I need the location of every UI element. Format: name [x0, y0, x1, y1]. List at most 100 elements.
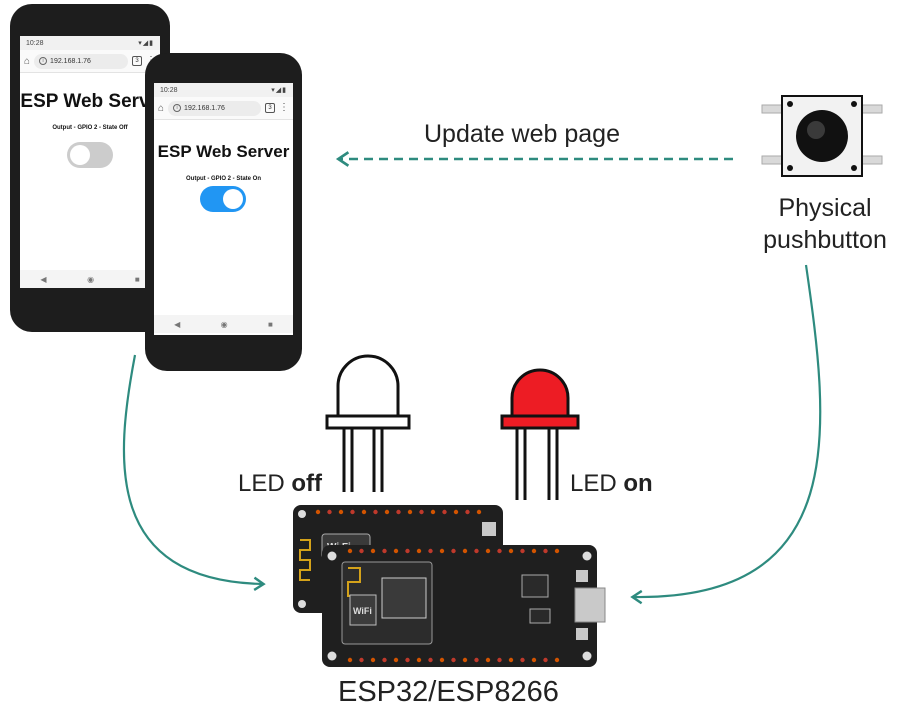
- header-pin: [428, 657, 433, 663]
- header-pin: [347, 657, 353, 663]
- home-nav-icon[interactable]: ◉: [87, 274, 95, 284]
- led-on-icon: [500, 368, 580, 500]
- phone-state-off: 10:28 ▾◢▮ ⌂ i 192.168.1.76 3 ⋮ ESP Web S…: [10, 4, 170, 332]
- browser-address-bar: ⌂ i 192.168.1.76 3 ⋮: [20, 50, 160, 73]
- led-on-prefix: LED: [570, 470, 624, 497]
- header-pin: [554, 657, 560, 663]
- header-pin: [373, 509, 378, 515]
- header-pin: [407, 509, 413, 515]
- header-pin: [359, 548, 364, 554]
- header-pin: [531, 657, 537, 663]
- header-pin: [474, 657, 479, 663]
- header-pin: [370, 548, 376, 554]
- header-pin: [520, 657, 525, 663]
- signal-icon: ▾◢▮: [138, 40, 154, 47]
- header-pin: [543, 657, 548, 663]
- header-pin: [382, 548, 387, 554]
- page-title: ESP Web Server: [157, 142, 290, 161]
- url-field[interactable]: i 192.168.1.76: [168, 100, 261, 116]
- phone-state-on: 10:28 ▾◢▮ ⌂ i 192.168.1.76 3 ⋮ ESP Web S…: [145, 53, 302, 371]
- clock-text: 10:28: [160, 86, 178, 94]
- header-pin: [359, 657, 364, 663]
- home-nav-icon[interactable]: ◉: [220, 319, 228, 329]
- recents-nav-icon[interactable]: ■: [267, 319, 273, 329]
- android-nav-bar: ◀ ◉ ■: [154, 315, 293, 333]
- header-pin: [416, 657, 422, 663]
- header-pin: [508, 657, 514, 663]
- header-pin: [531, 548, 537, 554]
- header-pin: [315, 509, 321, 515]
- page-title: ESP Web Server: [20, 91, 160, 112]
- status-bar: 10:28 ▾◢▮: [20, 36, 160, 50]
- url-text: 192.168.1.76: [50, 57, 91, 65]
- status-bar: 10:28 ▾◢▮: [154, 83, 293, 97]
- home-icon[interactable]: ⌂: [24, 55, 31, 67]
- header-pin: [497, 548, 502, 554]
- header-pin: [347, 548, 353, 554]
- physical-label-line1: Physical: [778, 194, 872, 222]
- header-pin: [430, 509, 436, 515]
- home-icon[interactable]: ⌂: [158, 102, 165, 114]
- overflow-menu-icon[interactable]: ⋮: [279, 102, 289, 113]
- header-pin: [350, 509, 355, 515]
- gpio-toggle-switch[interactable]: [200, 186, 246, 212]
- clock-text: 10:28: [26, 39, 44, 47]
- header-pin: [462, 657, 468, 663]
- header-pin: [384, 509, 390, 515]
- physical-label-line2: pushbutton: [763, 226, 887, 254]
- led-on-label: LED on: [570, 470, 653, 498]
- recents-nav-icon[interactable]: ■: [134, 274, 140, 284]
- header-pin: [453, 509, 459, 515]
- board-name-label: ESP32/ESP8266: [338, 676, 559, 708]
- header-pin: [405, 548, 410, 554]
- header-pin: [497, 657, 502, 663]
- info-icon: i: [39, 57, 48, 65]
- phone-screen: 10:28 ▾◢▮ ⌂ i 192.168.1.76 3 ⋮ ESP Web S…: [20, 36, 160, 288]
- led-on-state: on: [623, 470, 653, 497]
- header-pin: [382, 657, 387, 663]
- header-pin: [462, 548, 468, 554]
- url-field[interactable]: i 192.168.1.76: [34, 53, 128, 69]
- gpio-toggle-switch[interactable]: [67, 142, 113, 168]
- toggle-knob: [70, 145, 90, 165]
- led-off-label: LED off: [238, 470, 322, 498]
- header-pin: [543, 548, 548, 554]
- header-pin: [520, 548, 525, 554]
- header-pin: [393, 657, 399, 663]
- header-pin: [396, 509, 401, 515]
- header-pin: [485, 657, 491, 663]
- update-web-page-label: Update web page: [424, 120, 620, 148]
- header-pin: [419, 509, 424, 515]
- header-pin: [451, 548, 456, 554]
- header-pin: [405, 657, 410, 663]
- header-pin: [439, 657, 445, 663]
- phone-to-board-arrow: [122, 354, 266, 591]
- button-to-board-arrow: [630, 264, 822, 605]
- header-pin: [416, 548, 422, 554]
- header-pin: [370, 657, 376, 663]
- header-pin: [361, 509, 367, 515]
- tabs-count-icon[interactable]: 3: [265, 103, 275, 113]
- header-pin: [442, 509, 447, 515]
- tabs-count-icon[interactable]: 3: [132, 56, 142, 66]
- back-nav-icon[interactable]: ◀: [174, 319, 181, 329]
- signal-icon: ▾◢▮: [271, 87, 287, 94]
- header-pin: [393, 548, 399, 554]
- led-off-state: off: [291, 470, 323, 497]
- back-nav-icon[interactable]: ◀: [40, 274, 47, 284]
- esp32-board-icon: WiFi: [322, 545, 606, 667]
- svg-text:WiFi: WiFi: [353, 606, 372, 616]
- output-status-text: Output - GPIO 2 - State Off: [52, 125, 128, 131]
- info-icon: i: [173, 104, 182, 112]
- browser-address-bar: ⌂ i 192.168.1.76 3 ⋮: [154, 97, 293, 120]
- header-pin: [338, 509, 344, 515]
- header-pin: [327, 509, 332, 515]
- android-nav-bar: ◀ ◉ ■: [20, 270, 160, 288]
- header-pin: [554, 548, 560, 554]
- toggle-knob: [223, 189, 243, 209]
- physical-pushbutton-label: Physical pushbutton: [752, 192, 898, 256]
- header-pin: [428, 548, 433, 554]
- phone-screen: 10:28 ▾◢▮ ⌂ i 192.168.1.76 3 ⋮ ESP Web S…: [154, 83, 293, 335]
- pushbutton-icon: [761, 95, 883, 177]
